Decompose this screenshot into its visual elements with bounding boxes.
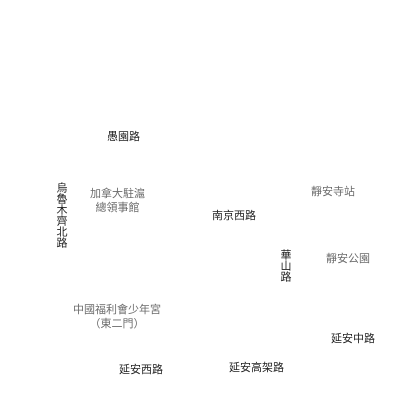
poi-jingan-temple-station[interactable]: 靜安寺站 <box>311 185 355 198</box>
poi-canada-consulate-line2: 總領事館 <box>95 201 140 214</box>
road-label-yanan-west: 延安西路 <box>119 363 163 376</box>
poi-childrens-palace-line2: （東二門） <box>89 317 145 330</box>
poi-childrens-palace-line1: 中國福利會少年宮 <box>73 303 161 316</box>
road-label-yanan-elevated: 延安高架路 <box>229 361 284 374</box>
road-label-yanan-middle: 延安中路 <box>331 332 375 345</box>
poi-canada-consulate[interactable]: 加拿大駐滬 總領事館 <box>90 187 145 215</box>
road-label-nanjing-west: 南京西路 <box>212 209 256 222</box>
poi-childrens-palace[interactable]: 中國福利會少年宮 （東二門） <box>73 303 161 331</box>
road-label-yuyuan: 愚園路 <box>107 130 140 143</box>
road-label-wulumuqi-north: 烏魯木齊北路 <box>55 182 68 248</box>
poi-canada-consulate-line1: 加拿大駐滬 <box>90 187 145 200</box>
poi-jingan-park[interactable]: 靜安公園 <box>326 252 370 265</box>
road-label-huashan: 華山路 <box>279 249 292 282</box>
